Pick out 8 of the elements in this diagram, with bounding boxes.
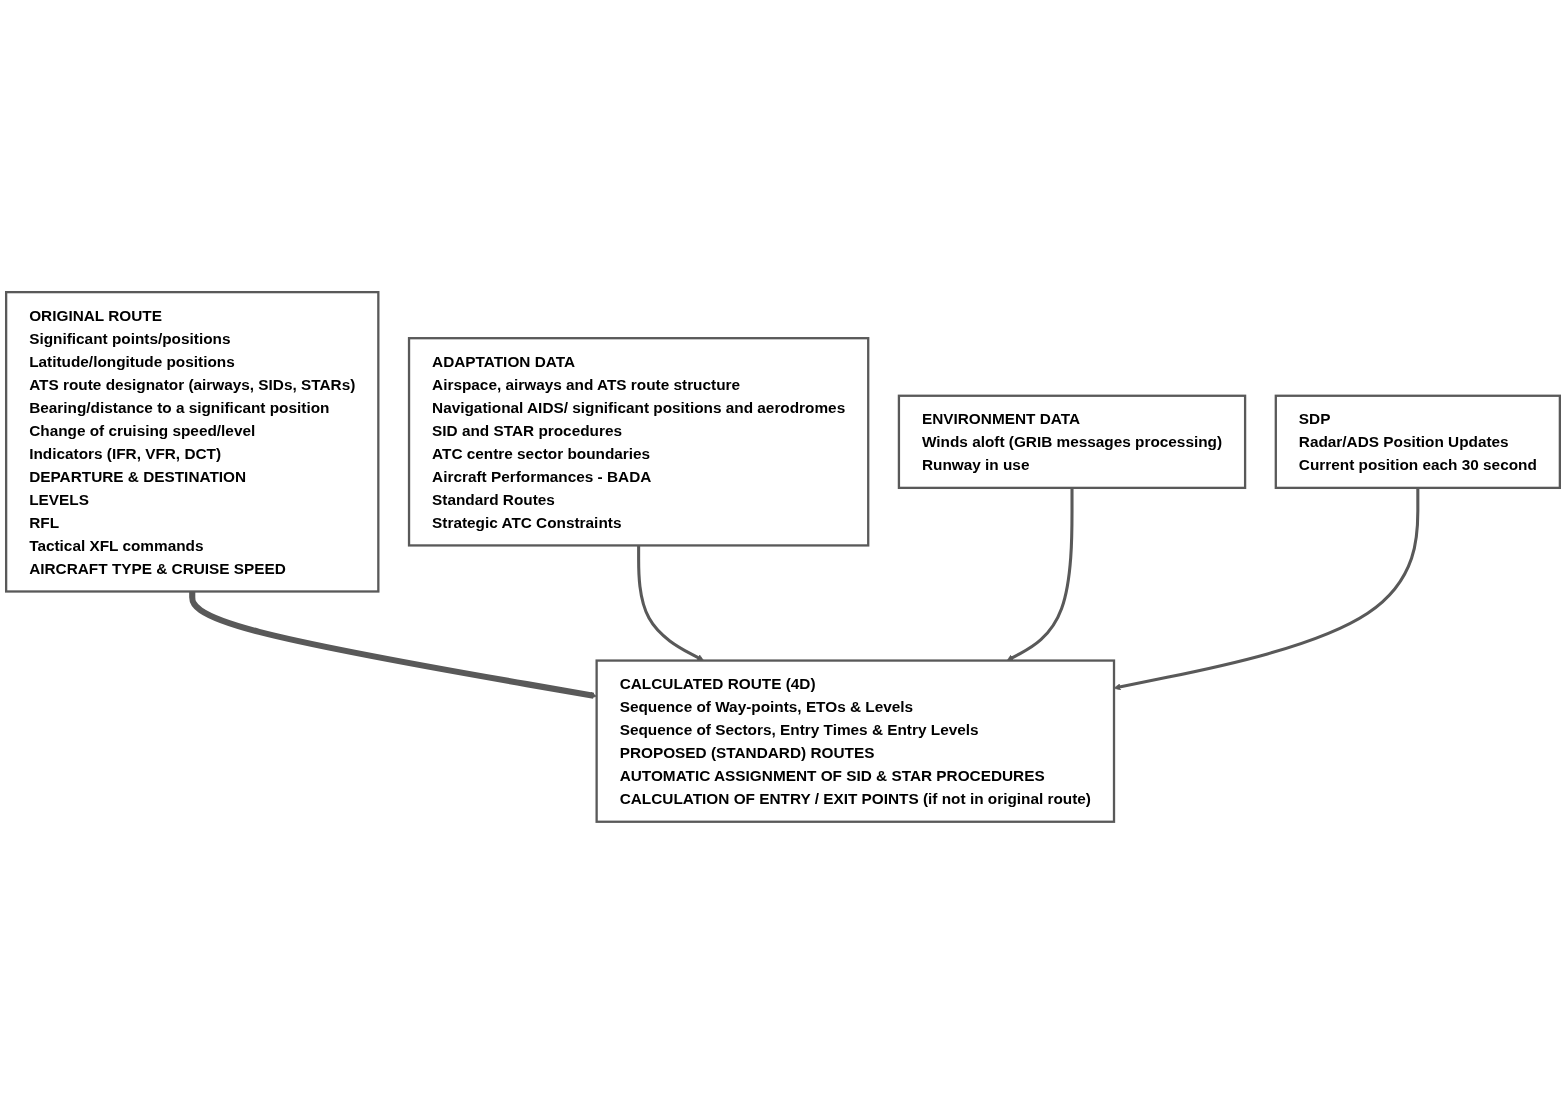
node-box: SDP Radar/ADS Position Updates Current position each 30 second <box>1274 394 1561 490</box>
node-box: ORIGINAL ROUTE Significant points/positions Latitude/longitude positions ATS route designator (airways, SIDs, STARs) Bearing/distance to a significant position Change of cruising speed/level Indicators (IFR, VFR, DCT) DEPARTURE & DESTINATION LEVELS RFL Tactical XFL commands AIRCRAFT TYPE & CRUISE SPEED <box>5 291 380 593</box>
node-box: ADAPTATION DATA Airspace, airways and ATS route structure Navigational AIDS/ significant positions and aerodromes SID and STAR procedures ATC centre sector boundaries Aircraft Performances - BADA Standard Routes Strategic ATC Constraints <box>407 337 870 547</box>
arrow <box>1006 487 1074 661</box>
node-box: ENVIRONMENT DATA Winds aloft (GRIB messages processing) Runway in use <box>897 394 1247 490</box>
arrow <box>189 591 597 699</box>
arrow <box>637 545 704 661</box>
node-box: CALCULATED ROUTE (4D) Sequence of Way-points, ETOs & Levels Sequence of Sectors, Entry Times & Entry Levels PROPOSED (STANDARD) ROUTES AUTOMATIC ASSIGNMENT OF SID & STAR PROCEDURES CALCULATION OF ENTRY / EXIT POINTS (if not in original route) <box>595 659 1116 823</box>
